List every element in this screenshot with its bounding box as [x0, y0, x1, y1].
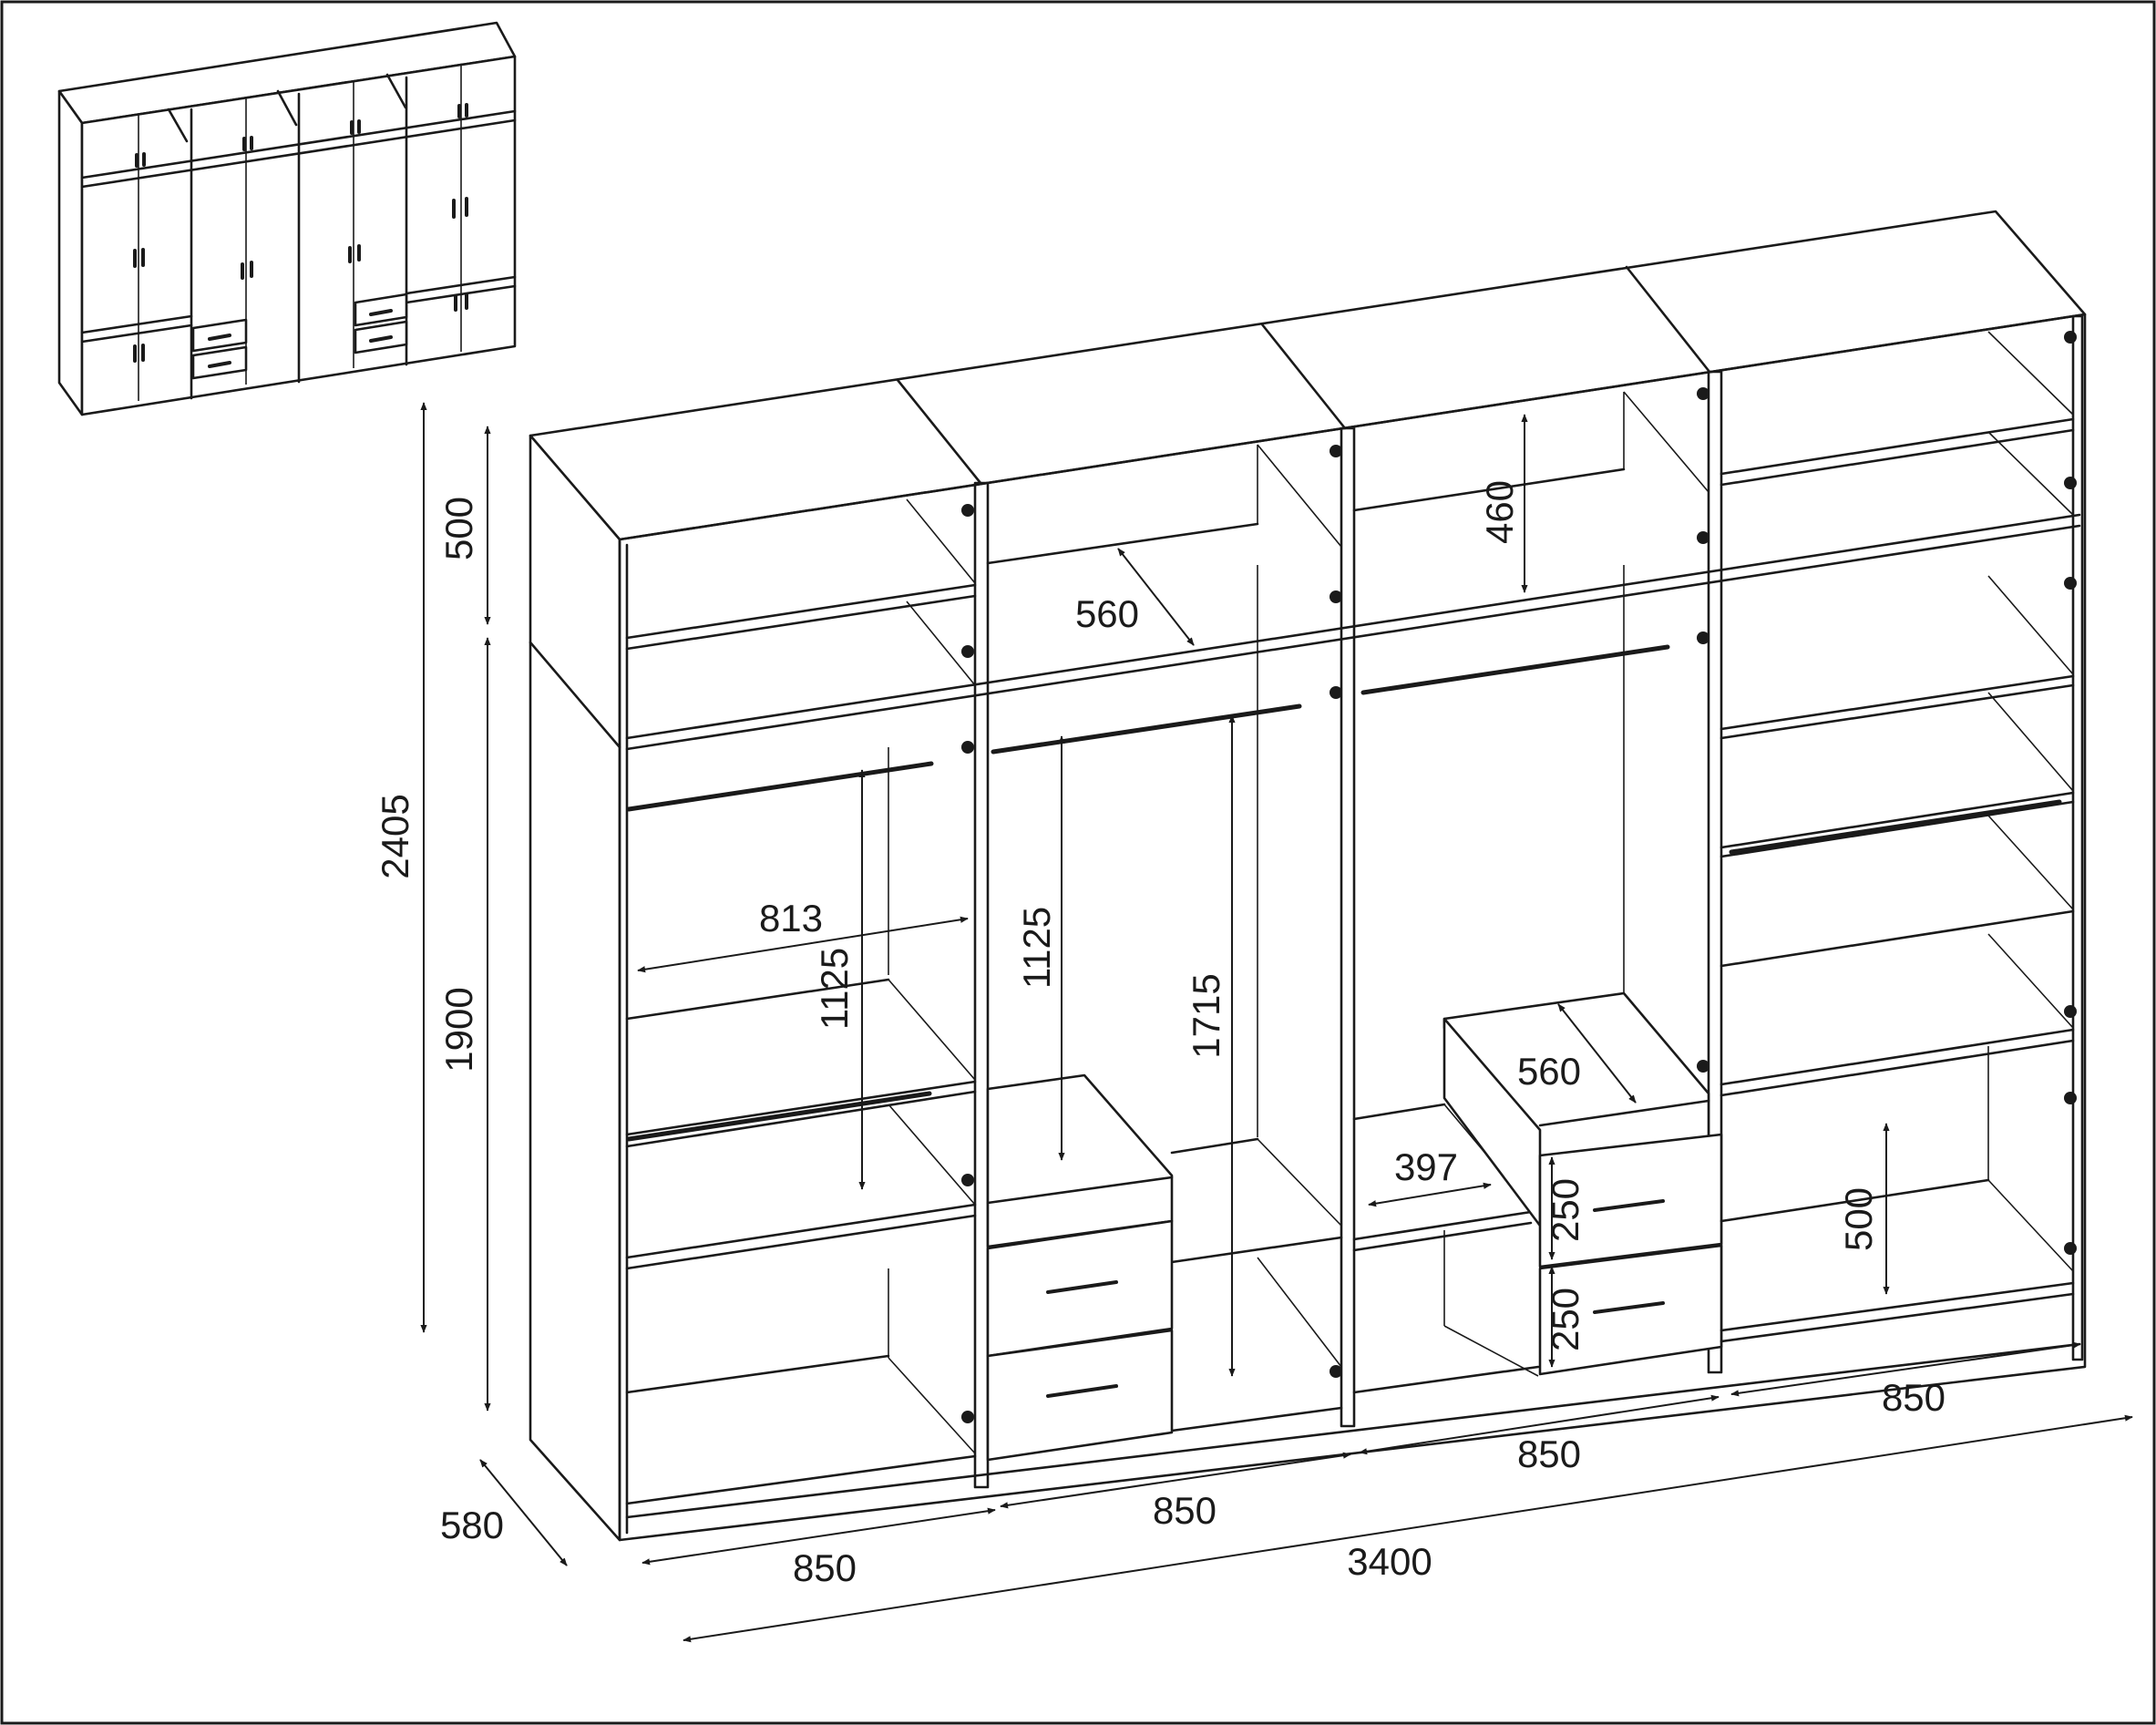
dim-module4-width: 850 [1882, 1376, 1946, 1419]
dim-drawer-block-width: 397 [1394, 1145, 1458, 1188]
hinge-icon [2064, 1005, 2077, 1018]
hinge-icon [1697, 387, 1709, 400]
hinge-icon [1697, 631, 1709, 644]
dim-drawer-height-upper: 250 [1544, 1178, 1586, 1242]
hanging-rod [1360, 644, 1670, 695]
hanging-rod [1729, 799, 2062, 855]
hinge-icon [2064, 331, 2077, 344]
dim-inner-width: 813 [759, 897, 823, 940]
hinge-icon [961, 741, 974, 754]
hinge-icon [1697, 1060, 1709, 1073]
hinge-icon [2064, 477, 2077, 489]
dim-top-inner-height: 460 [1478, 480, 1521, 544]
dim-depth: 580 [440, 1504, 504, 1546]
hinge-icon [1697, 531, 1709, 544]
hinge-icon [961, 1174, 974, 1186]
hinge-icon [1330, 686, 1342, 699]
dimension-lines [420, 402, 2133, 1643]
wardrobe-thumbnail [57, 21, 517, 416]
dim-top-section-height: 500 [437, 497, 480, 560]
dim-total-height: 2405 [374, 794, 416, 878]
dim-bottom-section-height: 1900 [437, 987, 480, 1072]
dim-bottom-compartment-height: 500 [1837, 1187, 1880, 1251]
dim-drawer-height-lower: 250 [1544, 1288, 1586, 1351]
hinge-icon [2064, 1242, 2077, 1255]
hanging-rod [626, 1091, 932, 1142]
hinge-icon [961, 504, 974, 517]
dim-long-hanging-height: 1715 [1185, 973, 1227, 1058]
hinge-icon [1330, 445, 1342, 457]
hinge-icon [961, 645, 974, 658]
dim-module1-width: 850 [793, 1546, 857, 1589]
hanging-rod [626, 761, 934, 812]
dim-shelf-depth-top: 560 [1075, 592, 1139, 635]
dim-hanging-height-second: 1125 [1015, 907, 1058, 989]
dim-shelf-depth-drawer: 560 [1517, 1050, 1581, 1093]
hinge-icon [961, 1411, 974, 1423]
hinge-icon [2064, 577, 2077, 590]
wardrobe-carcass [529, 210, 2087, 1542]
dim-hanging-height-left: 1125 [813, 948, 856, 1030]
dim-total-width: 3400 [1347, 1540, 1432, 1583]
dim-module3-width: 850 [1517, 1432, 1581, 1475]
hinge-icon [1330, 1365, 1342, 1378]
hanging-rod [991, 703, 1302, 755]
hinge-icon [1330, 590, 1342, 603]
dimension-labels: 2405 500 1900 580 3400 850 850 850 850 8… [374, 480, 1946, 1589]
hinge-icon [2064, 1092, 2077, 1104]
dim-module2-width: 850 [1153, 1489, 1217, 1532]
